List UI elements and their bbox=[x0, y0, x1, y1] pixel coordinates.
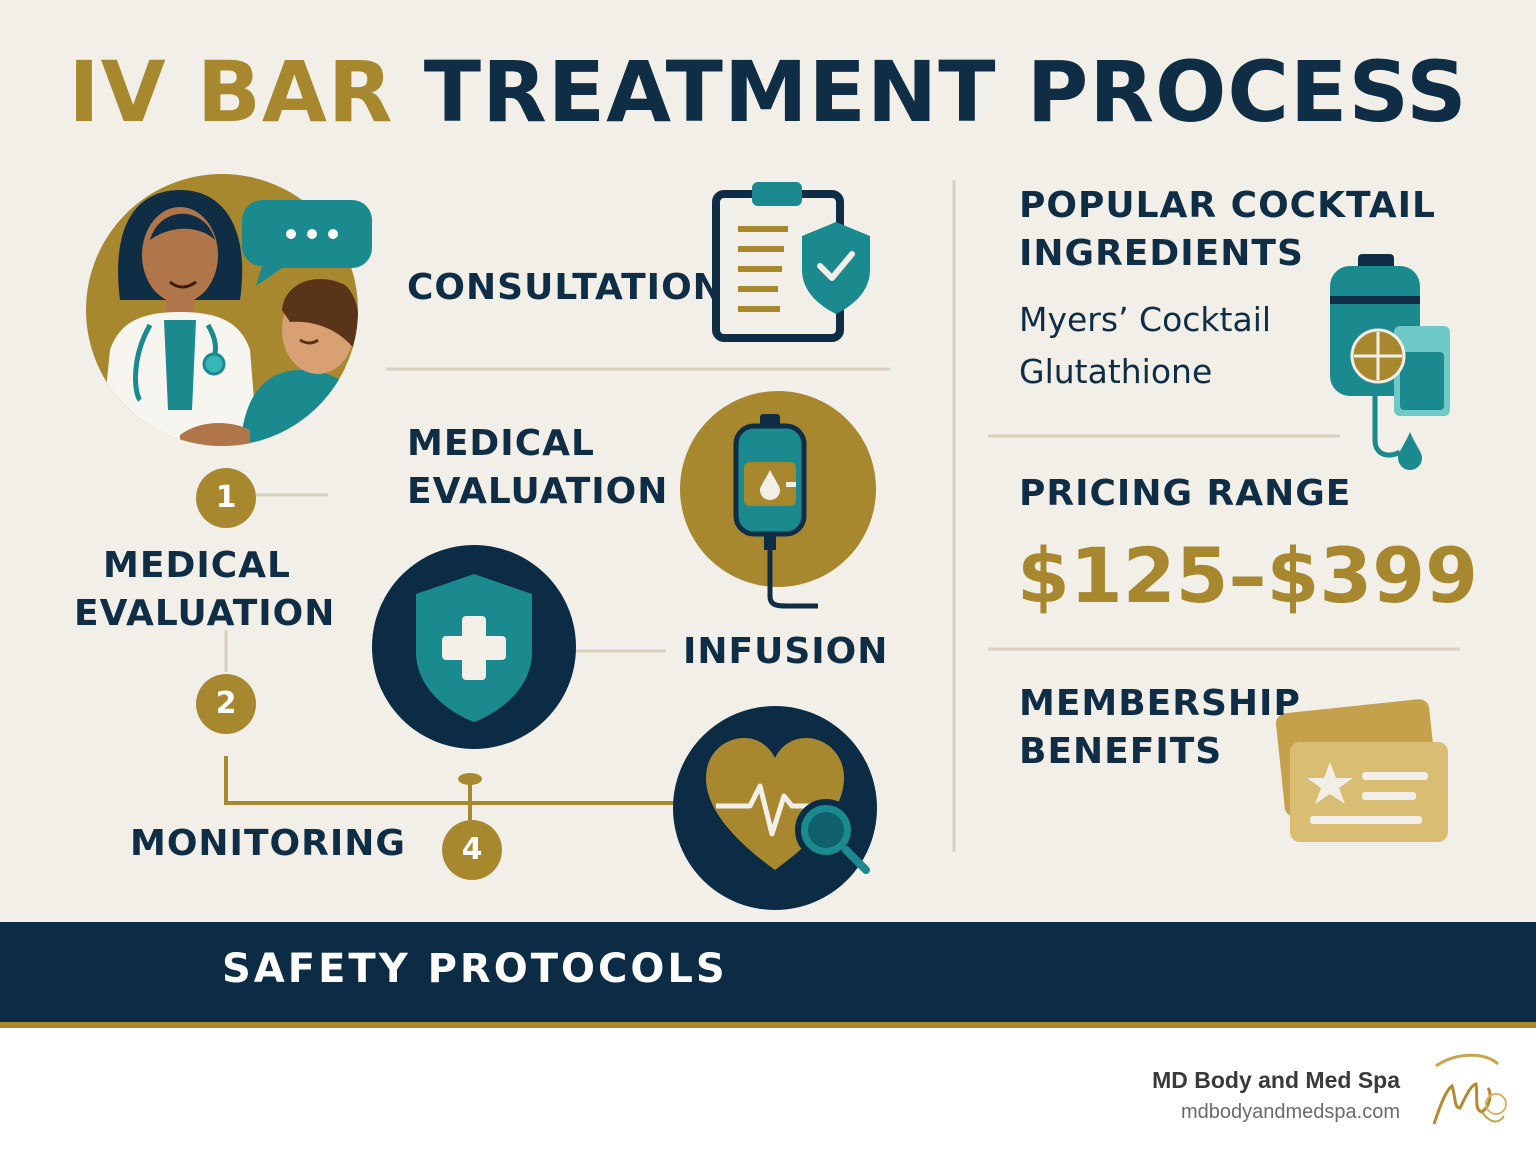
step-consultation: CONSULTATION bbox=[407, 267, 724, 308]
step-infusion: INFUSION bbox=[683, 631, 889, 672]
step-medical-evaluation-left-line2: EVALUATION bbox=[74, 593, 336, 634]
iv-bag-icon bbox=[680, 391, 876, 609]
magnifier-icon bbox=[795, 799, 870, 874]
step-medical-evaluation-left: MEDICAL EVALUATION bbox=[74, 542, 336, 638]
price-range: $125–$399 bbox=[1017, 531, 1479, 620]
step-monitoring: MONITORING bbox=[130, 823, 406, 864]
step-medical-evaluation-top-line2: EVALUATION bbox=[407, 471, 669, 512]
ingredients-title: POPULAR COCKTAIL INGREDIENTS bbox=[1019, 182, 1436, 278]
step-medical-evaluation-left-line1: MEDICAL bbox=[103, 545, 291, 586]
title-main: TREATMENT PROCESS bbox=[423, 43, 1468, 141]
clipboard-icon bbox=[712, 182, 870, 342]
doctor-patient-illustration bbox=[86, 174, 372, 446]
iv-drink-icon bbox=[1330, 254, 1450, 470]
title-accent: IV BAR bbox=[68, 43, 394, 141]
membership-card-icon bbox=[1275, 699, 1448, 842]
pricing-title: PRICING RANGE bbox=[1019, 473, 1352, 514]
safety-band: SAFETY PROTOCOLS bbox=[0, 922, 1536, 1028]
membership-title-line1: MEMBERSHIP bbox=[1019, 683, 1301, 724]
step-number-4: 4 bbox=[442, 820, 502, 880]
membership-title: MEMBERSHIP BENEFITS bbox=[1019, 680, 1301, 776]
safety-protocols-label: SAFETY PROTOCOLS bbox=[222, 946, 728, 992]
membership-title-line2: BENEFITS bbox=[1019, 731, 1223, 772]
brand-block: MD Body and Med Spa mdbodyandmedspa.com bbox=[1152, 1064, 1400, 1128]
step-number-1: 1 bbox=[196, 468, 256, 528]
shield-plus-icon bbox=[372, 545, 576, 749]
shield-check-icon bbox=[802, 222, 870, 314]
connector-monitoring bbox=[224, 756, 676, 805]
ingredient-item-glutathione: Glutathione bbox=[1019, 352, 1213, 391]
ingredients-title-line2: INGREDIENTS bbox=[1019, 233, 1304, 274]
step-number-2: 2 bbox=[196, 674, 256, 734]
brand-url: mdbodyandmedspa.com bbox=[1180, 1101, 1400, 1123]
heart-monitor-icon bbox=[673, 706, 877, 910]
connector-dot bbox=[458, 773, 482, 785]
step-medical-evaluation-top: MEDICAL EVALUATION bbox=[407, 420, 668, 516]
ingredient-item-myers: Myers’ Cocktail bbox=[1019, 300, 1272, 339]
page-title: IV BAR TREATMENT PROCESS bbox=[0, 50, 1536, 134]
step-medical-evaluation-top-line1: MEDICAL bbox=[407, 423, 595, 464]
speech-bubble-icon bbox=[242, 200, 372, 286]
brand-name: MD Body and Med Spa bbox=[1152, 1067, 1400, 1093]
ingredients-title-line1: POPULAR COCKTAIL bbox=[1019, 185, 1436, 226]
brand-logo-icon bbox=[1432, 1053, 1507, 1125]
footer: MD Body and Med Spa mdbodyandmedspa.com bbox=[0, 1028, 1536, 1154]
